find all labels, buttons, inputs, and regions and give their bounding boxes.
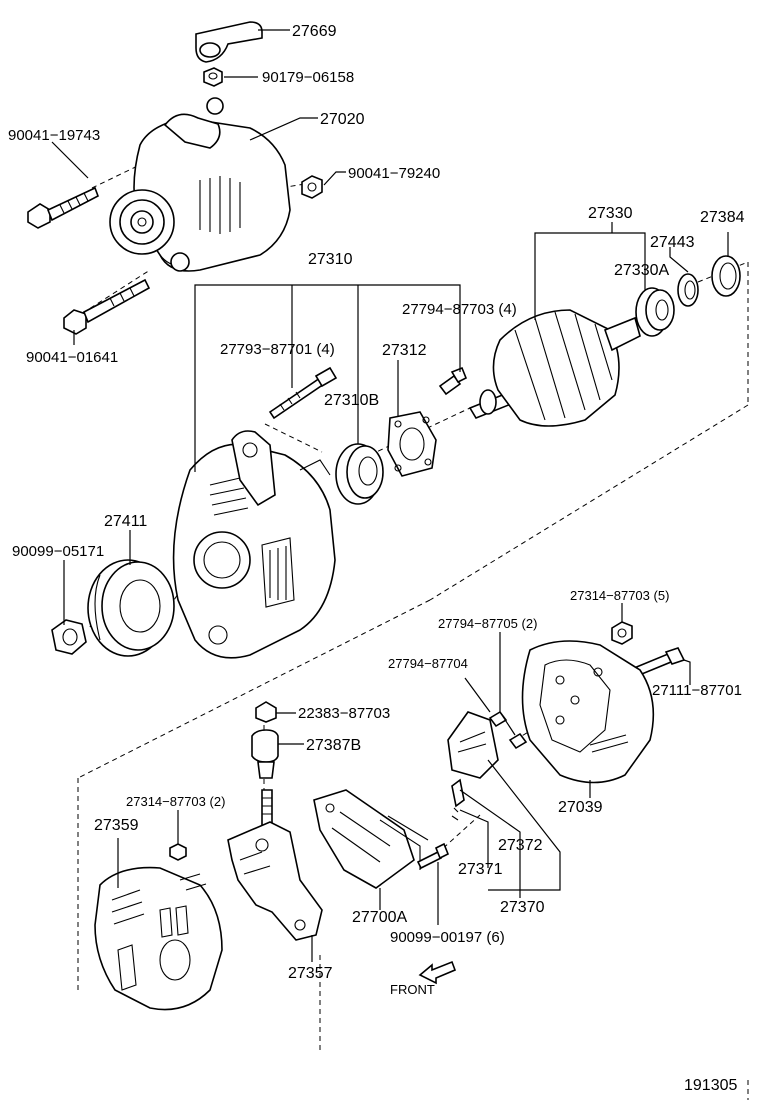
part-27700A-regulator xyxy=(313,789,429,889)
label-27020: 27020 xyxy=(320,111,365,128)
label-27371: 27371 xyxy=(458,861,503,878)
label-27314-87703-2: 27314−87703 (2) xyxy=(126,794,225,809)
label-90099-05171: 90099−05171 xyxy=(12,543,104,560)
label-22383-87703: 22383−87703 xyxy=(298,705,390,722)
label-27794-87703: 27794−87703 (4) xyxy=(402,301,517,318)
part-27039-rear-cover xyxy=(521,640,655,784)
label-90041-19743: 90041−19743 xyxy=(8,127,100,144)
label-27411: 27411 xyxy=(104,513,147,530)
leader-lines xyxy=(51,29,729,962)
part-27411-pulley xyxy=(87,559,175,657)
label-front: FRONT xyxy=(390,982,435,997)
label-27111-87701: 27111−87701 xyxy=(652,682,742,699)
label-27359: 27359 xyxy=(94,817,139,834)
label-90099-00197: 90099−00197 (6) xyxy=(390,929,505,946)
part-90041-01641-bolt xyxy=(63,278,151,335)
part-90179-06158-nut xyxy=(203,67,223,87)
label-27669: 27669 xyxy=(292,23,337,40)
label-27372: 27372 xyxy=(498,837,543,854)
label-27384: 27384 xyxy=(700,209,745,226)
part-27314-87703-nut-5 xyxy=(611,621,633,645)
label-27310B: 27310B xyxy=(324,392,379,409)
part-27314-87703-nut-2 xyxy=(169,843,187,861)
label-90041-01641: 90041−01641 xyxy=(26,349,118,366)
part-27384-ring xyxy=(711,255,741,297)
part-27370-brush-holder xyxy=(447,711,499,821)
part-27330A-bearing xyxy=(635,287,675,337)
part-90099-00197-screw xyxy=(416,842,450,870)
figure-number: 191305 xyxy=(684,1077,737,1094)
label-27314-87703-5: 27314−87703 (5) xyxy=(570,588,669,603)
label-27794-87704: 27794−87704 xyxy=(388,656,468,671)
part-90041-19743-bolt xyxy=(27,186,99,229)
label-27370: 27370 xyxy=(500,899,545,916)
label-27330: 27330 xyxy=(588,205,633,222)
part-27794-87703-screw xyxy=(438,366,468,396)
label-90179-06158: 90179−06158 xyxy=(262,69,354,86)
part-90099-05171-nut xyxy=(51,619,87,655)
part-22383-87703-cap xyxy=(255,701,277,723)
part-27387B-insulator xyxy=(251,729,279,779)
part-27669-terminal-cover xyxy=(195,21,263,63)
part-27359-end-cover xyxy=(94,866,223,1011)
label-27700A: 27700A xyxy=(352,909,407,926)
label-90041-79240: 90041−79240 xyxy=(348,165,440,182)
label-27357: 27357 xyxy=(288,965,333,982)
part-27357-rectifier xyxy=(227,789,323,941)
part-27794-87705-screws xyxy=(488,710,528,750)
part-27310-drive-end-frame xyxy=(172,430,336,659)
part-27443-washer xyxy=(677,273,699,307)
label-27387B: 27387B xyxy=(306,737,361,754)
label-27039: 27039 xyxy=(558,799,603,816)
part-27793-87701-stud xyxy=(268,366,338,420)
label-27310: 27310 xyxy=(308,251,353,268)
label-27443: 27443 xyxy=(650,234,695,251)
part-27330-rotor xyxy=(468,309,641,427)
label-27794-87705: 27794−87705 (2) xyxy=(438,616,537,631)
part-labels: 27669 90179−06158 27020 90041−19743 9004… xyxy=(8,23,745,1094)
label-27793-87701: 27793−87701 (4) xyxy=(220,341,335,358)
part-90041-79240-nut xyxy=(301,175,323,199)
part-27310B-bearing xyxy=(335,443,384,505)
label-27330A: 27330A xyxy=(614,262,669,279)
front-arrow-icon xyxy=(418,960,457,985)
part-27312-retainer-plate xyxy=(387,411,437,477)
part-27020-alternator-assembly xyxy=(109,97,291,272)
label-27312: 27312 xyxy=(382,342,427,359)
